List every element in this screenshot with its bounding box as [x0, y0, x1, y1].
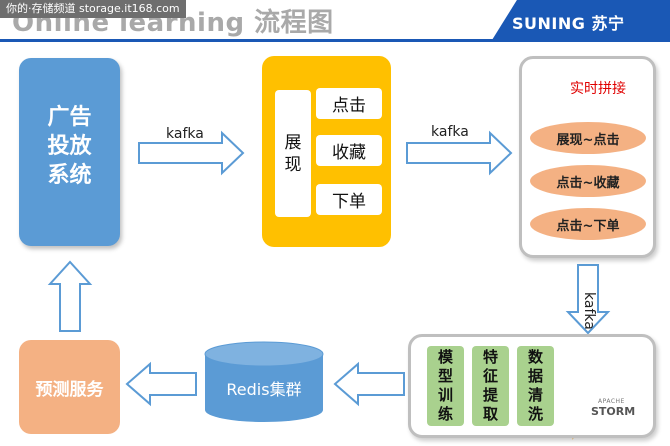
event-label: 展现 — [275, 90, 311, 217]
storm-logo-caption: APACHE — [598, 398, 625, 405]
edge-label-kafka: kafka — [166, 126, 204, 142]
header-divider — [0, 39, 670, 42]
arrow-right-icon — [406, 130, 513, 176]
edge-label-kafka: kafka — [581, 292, 597, 330]
forecast-service-node — [19, 340, 120, 434]
storm-stage: 特征提取 — [472, 346, 509, 426]
forecast-service-label: 预测服务 — [35, 380, 104, 400]
join-pair: 点击~下单 — [530, 208, 646, 240]
storm-stage-text: 数据清洗 — [527, 348, 543, 423]
redis-cylinder-icon — [204, 341, 324, 422]
event-item: 点击 — [316, 88, 382, 119]
storm-stage-text: 特征提取 — [482, 348, 498, 423]
storm-logo-text: STORM — [591, 405, 636, 418]
arrow-left-icon — [125, 361, 197, 407]
ad-system-node — [19, 58, 120, 246]
ad-system-label-line: 广告 — [47, 105, 92, 130]
arrow-down-icon — [565, 264, 611, 335]
storm-stage: 数据清洗 — [517, 346, 554, 426]
arrow-right-icon — [138, 130, 245, 176]
arrow-left-icon — [333, 361, 405, 407]
redis-label: Redis集群 — [226, 380, 302, 399]
arrow-up-icon — [47, 260, 93, 332]
event-label-panel — [275, 90, 311, 217]
storm-stage: 模型训练 — [427, 346, 464, 426]
event-item: 下单 — [316, 184, 382, 215]
realtime-join-title: 实时拼接 — [570, 81, 626, 97]
ad-system-label-line: 投放 — [47, 134, 92, 159]
brand-logo: SUNING 苏宁 — [512, 14, 625, 33]
event-item: 收藏 — [316, 135, 382, 166]
edge-label-kafka: kafka — [431, 124, 469, 140]
join-pair: 点击~收藏 — [530, 165, 646, 197]
event-label-text: 展现 — [284, 132, 302, 175]
brand-banner — [492, 0, 670, 40]
ad-system-label-line: 系统 — [47, 163, 92, 188]
storm-stage-text: 模型训练 — [437, 348, 453, 423]
join-pair: 展现~点击 — [530, 122, 646, 154]
watermark: 你的·存储频道 storage.it168.com — [0, 0, 186, 18]
ad-system-label: 广告 投放 系统 — [19, 103, 120, 190]
